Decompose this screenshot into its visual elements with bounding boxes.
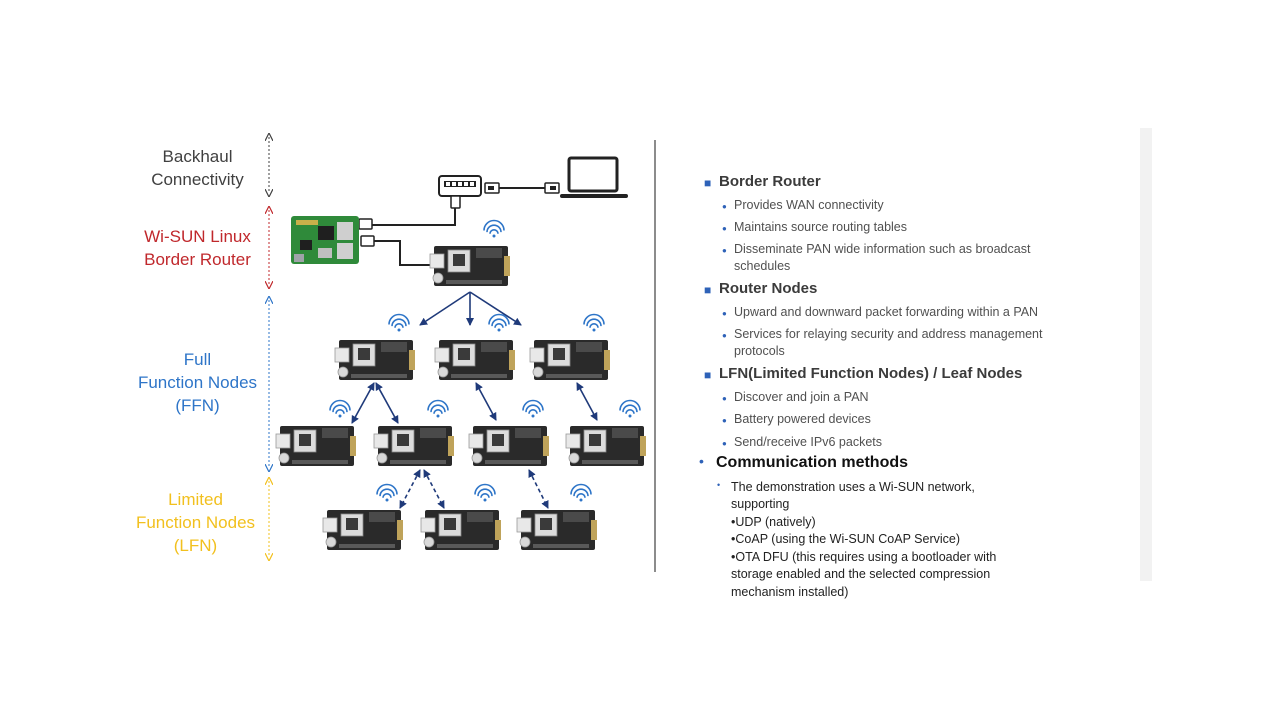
comm-line: mechanism installed) xyxy=(731,585,849,599)
item-text: Discover and join a PAN xyxy=(734,390,869,404)
item-text: Maintains source routing tables xyxy=(734,220,908,234)
ffn-label-line2: Function Nodes xyxy=(137,373,258,392)
sub-bullet-icon: ● xyxy=(722,309,727,318)
ethernet-plug-icon-4 xyxy=(358,218,373,230)
sub-bullet-icon: ● xyxy=(722,246,727,255)
wifi-icon xyxy=(522,399,544,418)
ffn-label: Full Function Nodes (FFN) xyxy=(130,348,265,417)
comm-line: •OTA DFU (this requires using a bootload… xyxy=(731,550,997,564)
comm-methods-title: Communication methods xyxy=(716,454,909,471)
router-cable-2 xyxy=(374,240,430,266)
lfn-node-board xyxy=(516,483,597,550)
ffn-node-board xyxy=(434,313,515,380)
sub-bullet-icon: ● xyxy=(722,224,727,233)
wifi-icon xyxy=(488,313,510,332)
wifi-icon xyxy=(583,313,605,332)
raspberry-pi-board xyxy=(291,216,359,264)
wifi-icon xyxy=(570,483,592,502)
item-text: Disseminate PAN wide information such as… xyxy=(734,242,1031,256)
side-strip xyxy=(1140,128,1152,581)
router-cable-1 xyxy=(370,208,456,226)
ffn-node-board xyxy=(529,313,610,380)
ethernet-plug-icon-3 xyxy=(450,195,461,209)
ethernet-plug-icon-5 xyxy=(360,235,375,247)
backhaul-label-line2: Connectivity xyxy=(151,170,244,189)
ffn-node-board xyxy=(373,399,454,466)
ffn-node-board xyxy=(565,399,646,466)
item-text: protocols xyxy=(734,344,785,358)
bullet-icon: ■ xyxy=(704,176,712,190)
comm-line: •CoAP (using the Wi-SUN CoAP Service) xyxy=(731,532,960,546)
sub-bullet-icon: ● xyxy=(722,394,727,403)
lfn-node-board xyxy=(420,483,501,550)
backhaul-label: Backhaul Connectivity xyxy=(130,145,265,191)
bullet-icon: • xyxy=(699,453,704,469)
border-router-label: Wi-SUN Linux Border Router xyxy=(130,225,265,271)
ffn-node-board xyxy=(275,399,356,466)
section-title-border-router: Border Router xyxy=(719,173,821,190)
ethernet-plug-icon xyxy=(484,182,500,194)
ffn-label-line3: (FFN) xyxy=(175,396,220,415)
sub-bullet-icon: ● xyxy=(722,439,727,448)
lfn-label-line2: Function Nodes xyxy=(135,513,256,532)
backhaul-label-line1: Backhaul xyxy=(162,147,233,166)
comm-line: The demonstration uses a Wi-SUN network, xyxy=(731,480,975,494)
item-text: Upward and downward packet forwarding wi… xyxy=(734,305,1039,319)
laptop-icon xyxy=(560,156,628,198)
wifi-icon xyxy=(483,219,505,238)
sub-bullet-icon: ● xyxy=(722,416,727,425)
comm-line: storage enabled and the selected compres… xyxy=(731,567,991,581)
bullet-icon: ■ xyxy=(704,368,712,382)
item-text: schedules xyxy=(734,259,791,273)
item-text: Services for relaying security and addre… xyxy=(734,327,1043,341)
bullet-icon: ■ xyxy=(704,283,712,297)
ethernet-plug-icon-2 xyxy=(544,182,560,194)
border-router-label-line1: Wi-SUN Linux xyxy=(144,227,251,246)
border-router-label-line2: Border Router xyxy=(144,250,251,269)
lfn-label-line3: (LFN) xyxy=(173,536,218,555)
section-title-router-nodes: Router Nodes xyxy=(719,280,818,297)
comm-line: •UDP (natively) xyxy=(731,515,816,529)
ffn-node-board xyxy=(468,399,549,466)
ffn-label-line1: Full xyxy=(183,350,212,369)
item-text: Provides WAN connectivity xyxy=(734,198,884,212)
ffn-link-arrows xyxy=(351,291,598,509)
wifi-icon xyxy=(388,313,410,332)
wifi-icon xyxy=(329,399,351,418)
sub-bullet-icon: • xyxy=(717,480,721,490)
lfn-node-board xyxy=(322,483,403,550)
lfn-label: Limited Function Nodes (LFN) xyxy=(128,488,263,557)
divider-line xyxy=(654,140,656,572)
network-switch-icon xyxy=(438,175,482,197)
section-title-lfn: LFN(Limited Function Nodes) / Leaf Nodes xyxy=(719,365,1023,382)
node-boards xyxy=(275,219,646,550)
wifi-icon xyxy=(427,399,449,418)
sub-bullet-icon: ● xyxy=(722,331,727,340)
wifi-icon xyxy=(474,483,496,502)
ffn-node-board xyxy=(334,313,415,380)
sub-bullet-icon: ● xyxy=(722,202,727,211)
comm-line: supporting xyxy=(731,497,790,511)
wifi-icon xyxy=(619,399,641,418)
item-text: Send/receive IPv6 packets xyxy=(734,435,882,449)
item-text: Battery powered devices xyxy=(734,412,871,426)
lfn-label-line1: Limited xyxy=(168,490,223,509)
wifi-icon xyxy=(376,483,398,502)
border-router-node-board xyxy=(429,219,510,286)
